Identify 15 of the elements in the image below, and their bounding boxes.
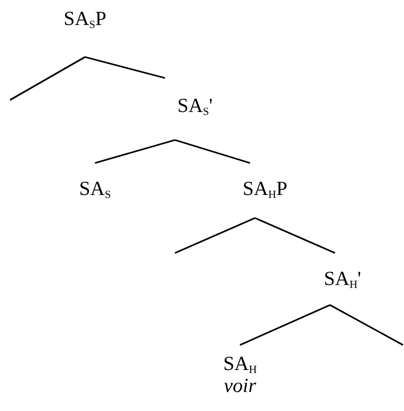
node-label: SA$_{H}$ bbox=[223, 353, 257, 375]
node-label: SA$_{H}$P bbox=[242, 178, 288, 200]
node-label: SA$_{S}$' bbox=[177, 95, 213, 117]
word-label: voir bbox=[224, 375, 256, 397]
tree-branch bbox=[94, 139, 176, 164]
node-label: SA$_{H}$' bbox=[324, 268, 362, 290]
tree-branch bbox=[10, 56, 86, 101]
tree-branch bbox=[240, 304, 330, 346]
tree-branch bbox=[174, 139, 250, 164]
node-label: SA$_{S}$P bbox=[64, 8, 106, 30]
tree-branch bbox=[254, 217, 336, 254]
node-label: SA$_{S}$ bbox=[79, 178, 111, 200]
tree-branch bbox=[330, 304, 404, 346]
tree-branch bbox=[84, 56, 166, 79]
tree-branch bbox=[174, 217, 256, 254]
